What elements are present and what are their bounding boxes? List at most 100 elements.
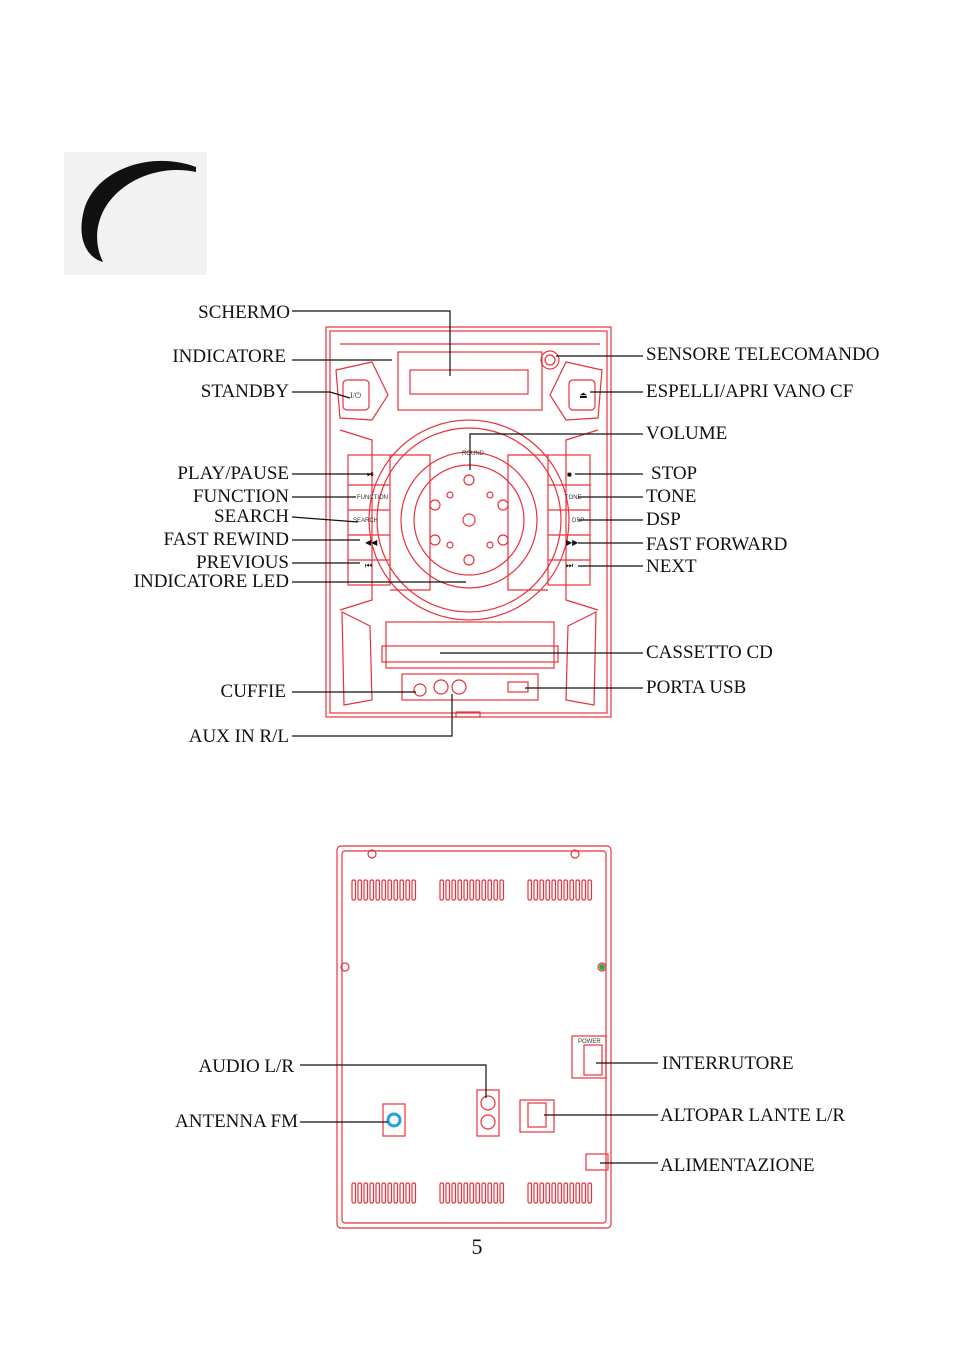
vent-slot	[493, 879, 499, 901]
vent-slot	[411, 879, 417, 901]
vent-slot	[563, 1182, 569, 1204]
dsp-text: DSP	[572, 518, 584, 524]
label-volume: VOLUME	[646, 423, 728, 444]
front-panel-diagram	[325, 326, 612, 718]
vent-slot	[393, 879, 399, 901]
vent-slot	[481, 879, 487, 901]
page-number: 5	[471, 1234, 483, 1259]
label-fast-rewind: FAST REWIND	[163, 529, 289, 550]
vent-slots	[351, 879, 593, 1204]
vent-slot	[481, 1182, 487, 1204]
vent-slot	[405, 1182, 411, 1204]
label-play-pause: PLAY/PAUSE	[177, 463, 289, 484]
vent-slot	[463, 879, 469, 901]
vent-slot	[587, 879, 593, 901]
vent-slot	[451, 1182, 457, 1204]
vent-slot	[581, 1182, 587, 1204]
label-fast-forward: FAST FORWARD	[646, 534, 788, 555]
back-panel-diagram	[336, 845, 612, 1229]
label-cuffie: CUFFIE	[220, 681, 286, 702]
search-text: SEARCH	[353, 518, 378, 524]
svg-text:⏭: ⏭	[566, 561, 573, 570]
label-indicatore-led: INDICATORE LED	[133, 571, 289, 592]
vent-slot	[369, 879, 375, 901]
power-text: POWER	[578, 1039, 601, 1045]
label-altoparlante: ALTOPAR LANTE L/R	[660, 1105, 846, 1126]
vent-slot	[487, 1182, 493, 1204]
vent-slot	[357, 1182, 363, 1204]
vent-slot	[527, 1182, 533, 1204]
label-cassetto-cd: CASSETTO CD	[646, 642, 773, 663]
vent-slot	[375, 879, 381, 901]
tone-text: TONE	[565, 495, 582, 501]
vent-slot	[575, 879, 581, 901]
label-tone: TONE	[646, 486, 697, 507]
label-stop: STOP	[651, 463, 698, 484]
vent-slot	[399, 879, 405, 901]
vent-slot	[381, 1182, 387, 1204]
vent-slot	[487, 879, 493, 901]
chapter-mark	[64, 152, 207, 275]
vent-slot	[533, 879, 539, 901]
vent-slot	[533, 1182, 539, 1204]
round-text: ROUND	[462, 451, 485, 457]
svg-text:I/⏻: I/⏻	[350, 391, 362, 400]
vent-slot	[351, 1182, 357, 1204]
label-schermo: SCHERMO	[198, 302, 290, 323]
label-interruttore: INTERRUTORE	[662, 1053, 794, 1074]
label-dsp: DSP	[646, 509, 681, 530]
vent-slot	[539, 1182, 545, 1204]
vent-slot	[587, 1182, 593, 1204]
vent-slot	[457, 879, 463, 901]
vent-slot	[475, 879, 481, 901]
label-aux-in: AUX IN R/L	[188, 726, 289, 747]
vent-slot	[381, 879, 387, 901]
vent-slot	[387, 1182, 393, 1204]
vent-slot	[557, 879, 563, 901]
vent-slot	[551, 1182, 557, 1204]
vent-slot	[563, 879, 569, 901]
vent-slot	[457, 1182, 463, 1204]
vent-slot	[539, 879, 545, 901]
vent-slot	[439, 879, 445, 901]
svg-text:▶▶: ▶▶	[566, 538, 579, 547]
vent-slot	[545, 1182, 551, 1204]
label-audio-lr: AUDIO L/R	[198, 1056, 294, 1077]
label-porta-usb: PORTA USB	[646, 677, 747, 698]
label-antenna-fm: ANTENNA FM	[175, 1111, 298, 1132]
svg-text:⏏: ⏏	[579, 390, 588, 400]
vent-slot	[445, 1182, 451, 1204]
vent-slot	[575, 1182, 581, 1204]
vent-slot	[557, 1182, 563, 1204]
vent-slot	[387, 879, 393, 901]
front-leader-lines	[291, 310, 643, 737]
back-connector-details: POWER	[386, 964, 605, 1128]
vent-slot	[499, 1182, 505, 1204]
vent-slot	[569, 1182, 575, 1204]
label-alimentazione: ALIMENTAZIONE	[660, 1155, 815, 1176]
vent-slot	[499, 879, 505, 901]
vent-slot	[363, 1182, 369, 1204]
vent-slot	[411, 1182, 417, 1204]
vent-slot	[363, 879, 369, 901]
label-search: SEARCH	[214, 506, 289, 527]
label-indicatore: INDICATORE	[172, 346, 286, 367]
vent-slot	[451, 879, 457, 901]
vent-slot	[527, 879, 533, 901]
back-connectors	[382, 1035, 609, 1171]
label-next: NEXT	[646, 556, 697, 577]
vent-slot	[351, 879, 357, 901]
vent-slot	[439, 1182, 445, 1204]
label-espelli: ESPELLI/APRI VANO CF	[646, 381, 854, 402]
label-standby: STANDBY	[200, 381, 289, 402]
vent-slot	[581, 879, 587, 901]
function-text: FUNCTION	[357, 495, 388, 501]
vent-slot	[469, 1182, 475, 1204]
label-previous: PREVIOUS	[196, 552, 289, 573]
vent-slot	[393, 1182, 399, 1204]
vent-slot	[405, 879, 411, 901]
vent-slot	[369, 1182, 375, 1204]
vent-slot	[375, 1182, 381, 1204]
vent-slot	[469, 879, 475, 901]
